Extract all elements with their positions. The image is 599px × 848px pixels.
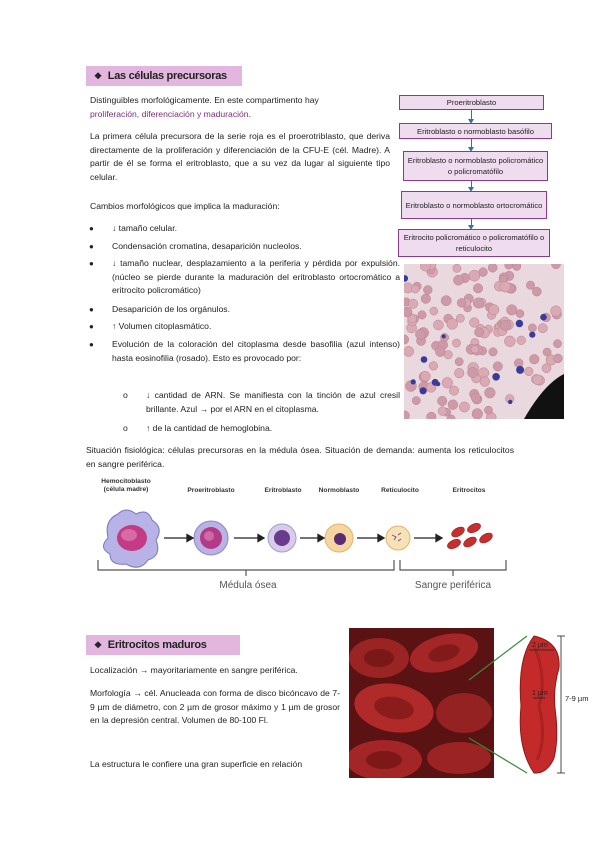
- stage-label: Eritrocitos: [452, 487, 486, 494]
- arrow-down-icon: [468, 110, 474, 124]
- precursor-paragraph: La primera célula precursora de la serie…: [90, 131, 390, 182]
- erythrocyte-figure: [349, 628, 589, 778]
- section-header-eritrocitos: ❖ Eritrocitos maduros: [86, 635, 240, 655]
- section-title: Las células precursoras: [107, 70, 227, 82]
- stage-label: Reticulocito: [381, 487, 419, 494]
- bullet-dot-icon: ●: [89, 242, 94, 251]
- bullet-dot-icon: ●: [89, 224, 94, 233]
- structure-paragraph: La estructura le confiere una gran super…: [90, 759, 303, 769]
- flow-box-proeritroblasto: Proeritroblasto: [399, 95, 544, 110]
- blood-smear-image: [404, 264, 564, 419]
- situation-paragraph: Situación fisiológica: células precursor…: [86, 445, 514, 469]
- subbullet-item: o↑ de la cantidad de hemoglobina.: [123, 422, 400, 436]
- stage-label: Eritroblasto: [264, 487, 302, 494]
- stage-label: Hemocitoblasto (célula madre): [101, 478, 151, 493]
- circle-bullet-icon: o: [123, 390, 128, 400]
- erythrocyte-label-center: 1 µm: [532, 690, 548, 697]
- diamond-bullet-icon: ❖: [94, 640, 102, 650]
- maturation-figure: Hemocitoblasto (célula madre) Proeritrob…: [96, 478, 516, 608]
- bullet-item: ●Evolución de la coloración del citoplas…: [89, 339, 400, 363]
- bullet-item: ●Desaparición de los orgánulos.: [89, 303, 400, 317]
- erythrocyte-label-diameter: 7-9 µm: [565, 694, 589, 703]
- flow-box-ortocromatico: Eritroblasto o normoblasto ortocromático: [401, 191, 547, 219]
- circle-bullet-icon: o: [123, 423, 128, 433]
- changes-title: Cambios morfológicos que implica la madu…: [90, 201, 280, 211]
- flow-box-basofilo: Eritroblasto o normoblasto basófilo: [399, 123, 552, 139]
- bullet-dot-icon: ●: [89, 322, 94, 331]
- bullet-item: ●↑ Volumen citoplasmático.: [89, 320, 400, 334]
- location-paragraph: Localización → mayoritariamente en sangr…: [90, 665, 298, 675]
- cell-illustrations: [97, 509, 507, 576]
- erythrocyte-label-thickness: 2 µm: [532, 642, 548, 649]
- intro-paragraph: Distinguibles morfológicamente. En este …: [90, 94, 390, 121]
- flow-box-reticulocito: Eritrocito policromático o policromatófi…: [398, 229, 550, 257]
- subbullet-item: o↓ cantidad de ARN. Se manifiesta con la…: [123, 390, 400, 414]
- region-label-bone-marrow: Médula ósea: [219, 580, 277, 591]
- flow-box-policromatico: Eritroblasto o normoblasto policromático…: [403, 151, 548, 181]
- bullet-dot-icon: ●: [89, 259, 94, 268]
- intro-highlight: proliferación, diferenciación y maduraci…: [90, 108, 249, 119]
- stage-label: Normoblasto: [318, 487, 360, 494]
- bullet-dot-icon: ●: [89, 305, 94, 314]
- arrow-down-icon: [468, 219, 474, 230]
- intro-line1: Distinguibles morfológicamente. En este …: [90, 95, 319, 105]
- bullet-item: ●↓ tamaño nuclear, desplazamiento a la p…: [89, 258, 400, 295]
- section-header-precursoras: ❖ Las células precursoras: [86, 66, 242, 86]
- diamond-bullet-icon: ❖: [94, 71, 102, 81]
- bullet-item: ●↓ tamaño celular.: [89, 222, 400, 236]
- section-title: Eritrocitos maduros: [107, 639, 207, 651]
- stage-label: Proeritroblasto: [187, 487, 235, 494]
- bullet-item: ●Condensación cromatina, desaparición nu…: [89, 240, 400, 254]
- region-label-peripheral-blood: Sangre periférica: [414, 580, 492, 591]
- arrow-down-icon: [468, 181, 474, 192]
- morphology-paragraph: Morfología → cél. Anucleada con forma de…: [90, 688, 340, 725]
- bullet-dot-icon: ●: [89, 340, 94, 349]
- arrow-down-icon: [468, 139, 474, 152]
